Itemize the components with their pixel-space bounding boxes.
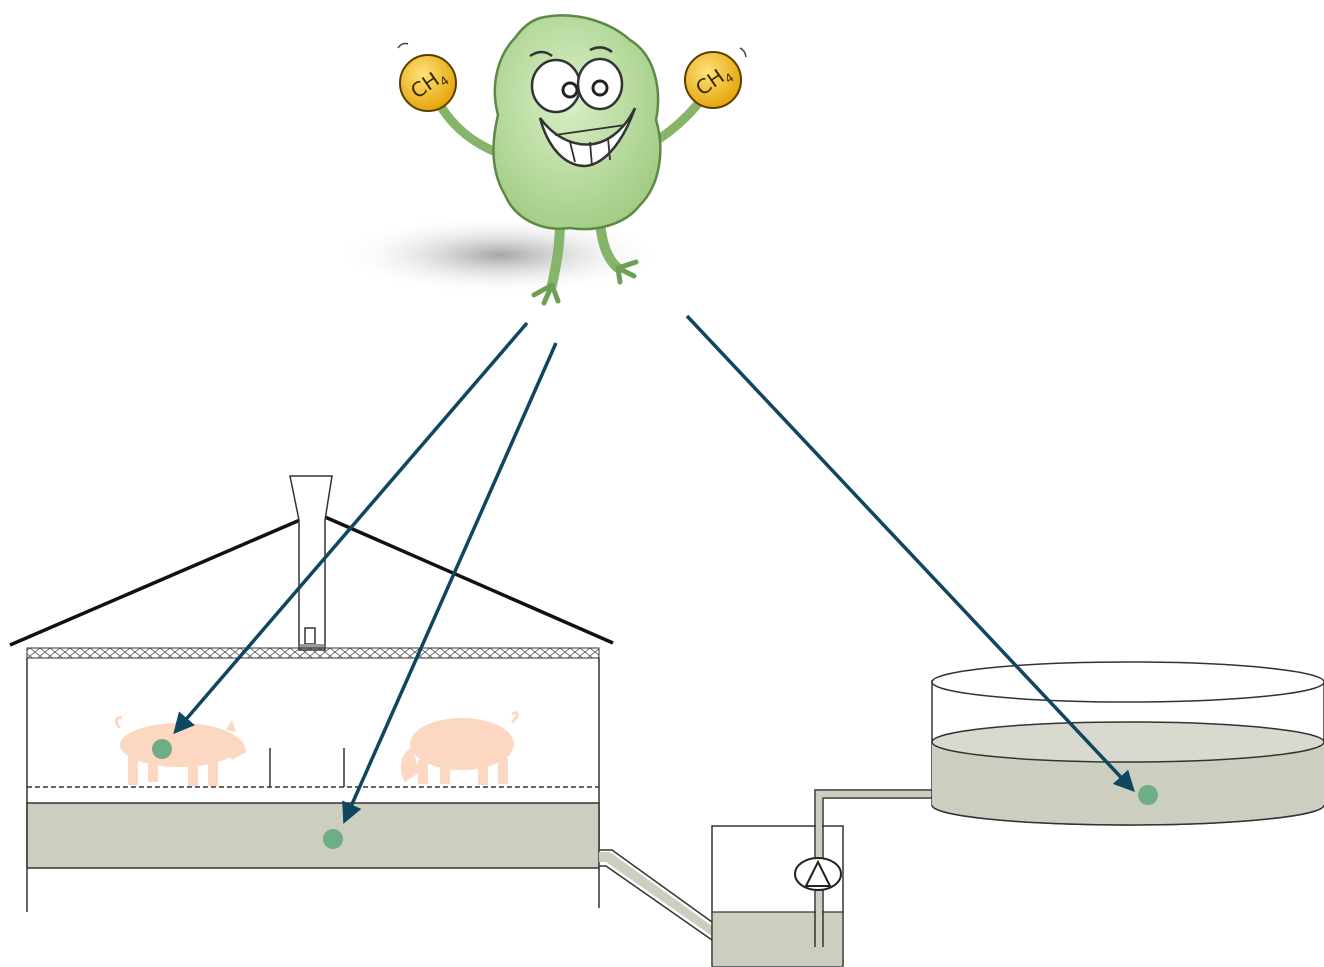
barn-roof [9,515,614,647]
mascot-eyes [529,46,624,114]
ventilation-chimney [289,475,333,651]
methane-marker-pig [152,739,172,759]
right-foot [615,259,639,285]
mascot-body [492,14,662,231]
methane-marker-tank [1138,785,1158,805]
arrow-to-pig [173,321,529,735]
methanogen-mascot: CH4 CH4 [335,14,747,306]
ceiling-insulation [26,647,600,659]
slurry-pit [26,802,600,869]
tank-rim [931,661,1324,703]
damper-icon [304,627,316,645]
arrow-to-storage-tank [685,314,1135,793]
slurry-storage-tank [931,661,1324,826]
pig-barn [9,475,614,912]
mascot-grin [538,107,637,168]
transfer-pipe [599,849,713,941]
mascot-shadow [335,215,665,295]
left-foot [531,282,561,306]
methane-source-arrows [173,314,1135,824]
pig-right [400,711,519,785]
pig-left [114,716,246,786]
methane-marker-pit [323,829,343,849]
left-ch4-ball: CH4 [397,42,457,112]
arrow-to-slurry-pit [342,342,558,824]
pump-icon [794,857,842,891]
pump-pit [711,789,932,967]
right-ch4-ball: CH4 [684,47,747,109]
